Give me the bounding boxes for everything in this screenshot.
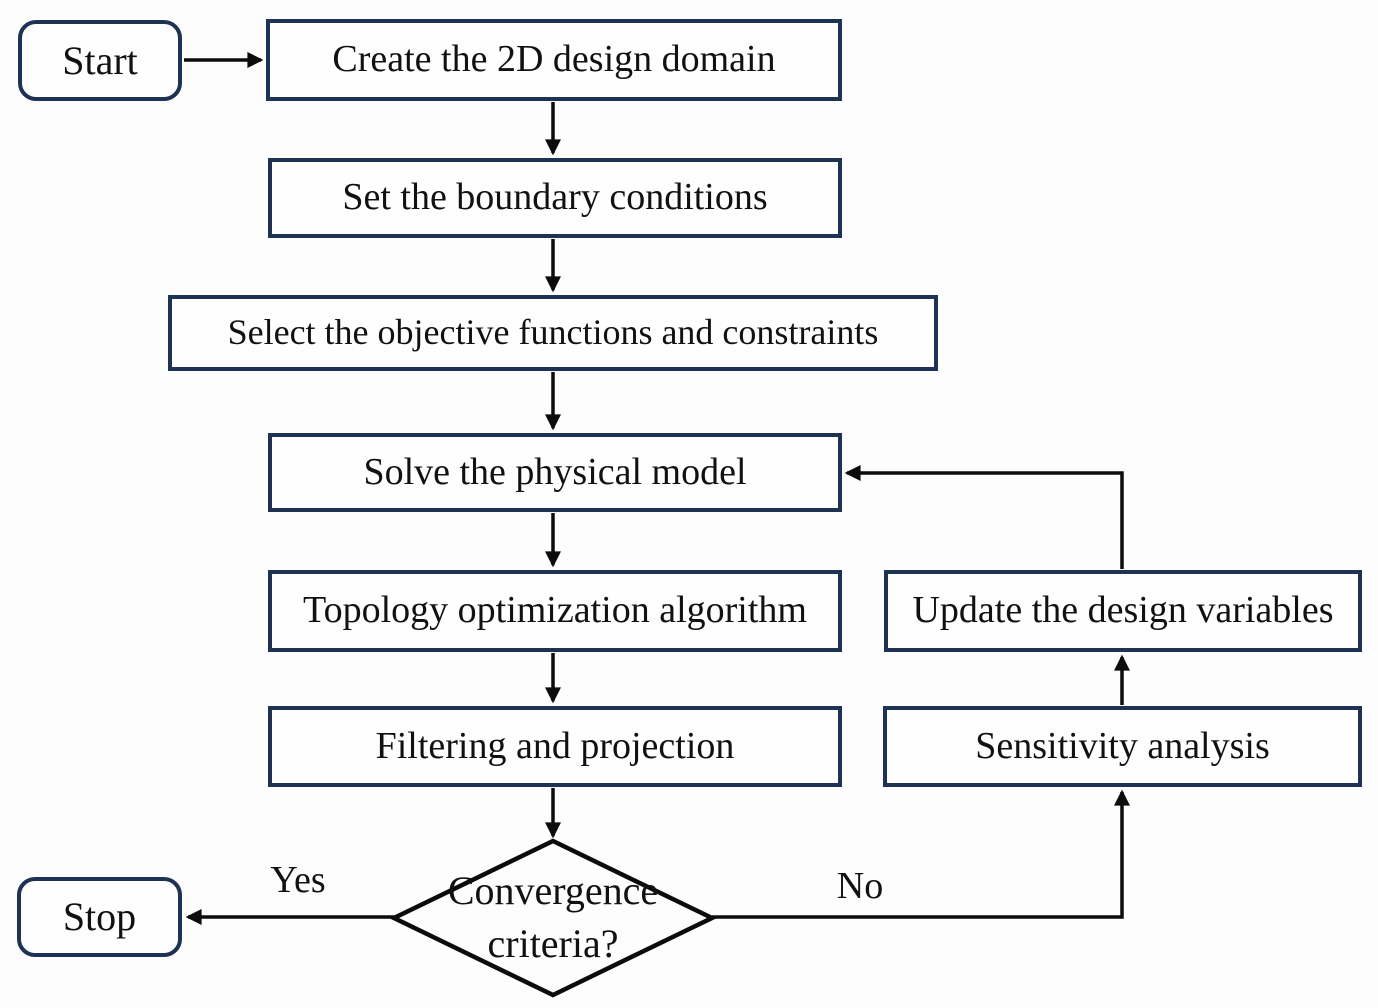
node-label: Stop [62,894,137,939]
node-label-line1: Convergence [447,868,659,914]
node-label: Select the objective functions and const… [227,312,879,353]
edge-update-to-solve-loop [844,465,1124,569]
node-create-design-domain: Create the 2D design domain [266,19,842,101]
node-label: Filtering and projection [375,724,735,767]
edge-convergence-to-sensitivity-no [712,789,1130,919]
node-set-boundary-conditions: Set the boundary conditions [268,158,842,238]
node-label: Sensitivity analysis [975,724,1270,767]
node-sensitivity-analysis: Sensitivity analysis [883,706,1362,787]
node-solve-physical-model: Solve the physical model [268,433,842,512]
node-label: Topology optimization algorithm [303,589,807,632]
node-stop: Stop [17,877,182,957]
node-label: Update the design variables [912,589,1334,632]
node-label: Start [62,37,138,83]
node-update-design-variables: Update the design variables [884,570,1362,652]
node-label: Create the 2D design domain [332,38,776,81]
edge-label-yes: Yes [270,859,326,901]
convergence-diamond-shape [388,838,718,998]
node-label-line2: criteria? [487,921,619,966]
edge-label-no: No [836,865,884,907]
node-filtering-projection: Filtering and projection [268,706,842,787]
node-convergence-decision: Convergence criteria? [423,853,683,983]
node-label: Set the boundary conditions [342,176,768,219]
node-label: Solve the physical model [363,450,747,493]
node-select-objectives-constraints: Select the objective functions and const… [168,295,938,371]
node-start: Start [18,20,182,101]
node-topology-optimization-algorithm: Topology optimization algorithm [268,570,842,652]
